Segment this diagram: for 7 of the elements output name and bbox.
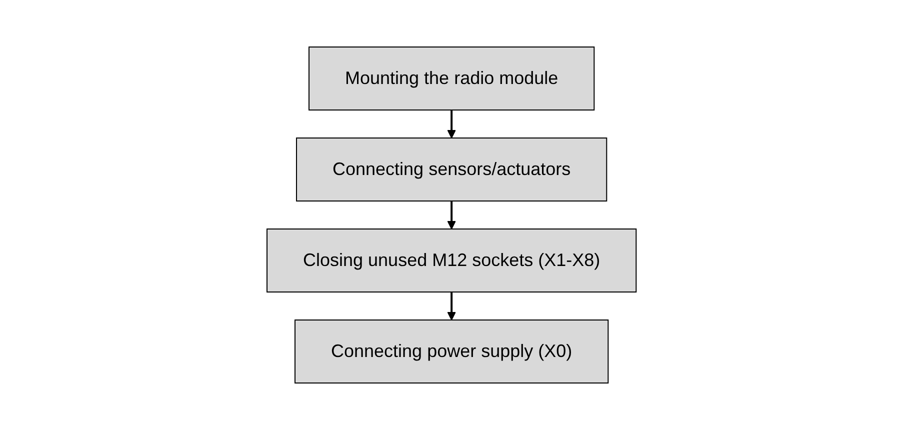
node-box: Connecting power supply (X0) <box>294 320 609 384</box>
node-box: Connecting sensors/actuators <box>296 138 608 202</box>
node-box: Closing unused M12 sockets (X1-X8) <box>266 228 637 292</box>
node-box: Mounting the radio module <box>308 46 595 110</box>
arrow <box>447 110 456 138</box>
arrow <box>447 292 456 320</box>
arrow <box>447 201 456 230</box>
